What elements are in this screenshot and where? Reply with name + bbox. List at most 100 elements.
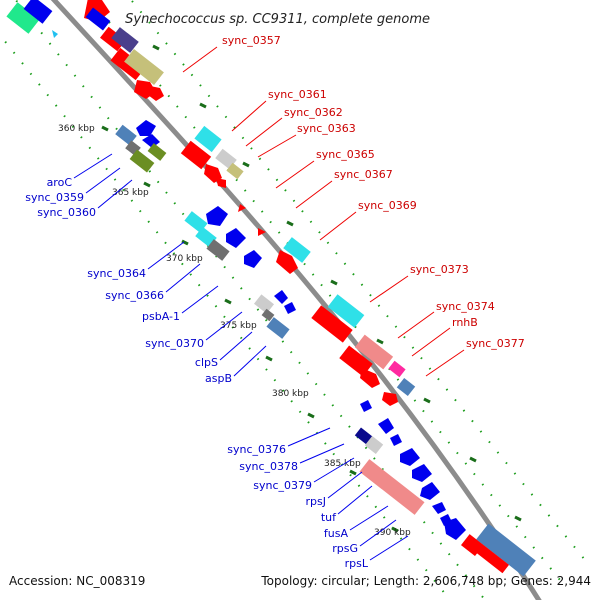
leader-line	[397, 311, 435, 339]
gene-reverse[interactable]	[244, 250, 262, 268]
major-tick	[307, 412, 315, 419]
gene-forward[interactable]	[339, 345, 373, 377]
gene-label-forward[interactable]: sync_0367	[334, 168, 393, 181]
gene-reverse[interactable]	[184, 211, 208, 233]
gene-forward[interactable]	[204, 164, 222, 183]
gene-forward[interactable]	[311, 305, 353, 343]
gene-label-forward[interactable]: sync_0374	[436, 300, 495, 313]
gene-label-reverse[interactable]: rpsL	[345, 557, 369, 570]
gene-reverse[interactable]	[266, 317, 290, 339]
gene-forward[interactable]	[354, 334, 394, 370]
gene-reverse[interactable]	[444, 518, 466, 540]
gene-label-reverse[interactable]: sync_0366	[105, 289, 164, 302]
gene-label-reverse[interactable]: rpsG	[332, 542, 358, 555]
gene-label-reverse[interactable]: psbA-1	[142, 310, 180, 323]
gene-label-reverse[interactable]: fusA	[324, 527, 349, 540]
gene-reverse[interactable]	[284, 302, 296, 314]
gene-reverse[interactable]	[274, 290, 288, 304]
gene-reverse[interactable]	[206, 206, 228, 226]
leader-line	[219, 331, 253, 361]
gene-reverse[interactable]	[115, 124, 137, 146]
gene-reverse[interactable]	[226, 228, 246, 248]
gene-label-forward[interactable]: sync_0373	[410, 263, 469, 276]
gene-reverse[interactable]	[147, 143, 167, 161]
gene-forward[interactable]	[476, 523, 536, 577]
forward-labels: sync_0357 sync_0361 sync_0362 sync_0363 …	[222, 34, 525, 350]
gene-label-forward[interactable]: sync_0361	[268, 88, 327, 101]
major-tick	[423, 397, 431, 404]
gene-label-reverse[interactable]: sync_0376	[227, 443, 286, 456]
gene-label-forward[interactable]: sync_0357	[222, 34, 281, 47]
gene-label-forward[interactable]: sync_0365	[316, 148, 375, 161]
gene-forward[interactable]	[194, 125, 222, 153]
gene-label-reverse[interactable]: clpS	[195, 356, 218, 369]
leader-line	[349, 505, 389, 531]
gene-forward[interactable]	[283, 237, 311, 263]
gene-forward[interactable]	[276, 250, 298, 274]
gene-forward[interactable]	[388, 360, 406, 378]
gene-forward[interactable]	[226, 162, 244, 180]
gene-forward[interactable]	[360, 368, 380, 388]
gene-label-reverse[interactable]: sync_0359	[25, 191, 84, 204]
leader-line	[182, 46, 218, 73]
gene-forward[interactable]	[85, 7, 111, 31]
gene-reverse[interactable]	[364, 435, 384, 455]
gene-label-reverse[interactable]: tuf	[321, 511, 337, 524]
gene-reverse[interactable]	[261, 308, 275, 322]
gene-forward[interactable]	[238, 204, 246, 212]
gene-label-reverse[interactable]: sync_0379	[253, 479, 312, 492]
gene-reverse[interactable]	[359, 459, 425, 515]
gene-forward[interactable]	[382, 392, 398, 406]
accession-text: Accession: NC_008319	[9, 574, 146, 588]
gene-forward[interactable]	[216, 178, 226, 188]
gene-reverse[interactable]	[412, 464, 432, 482]
gene-reverse[interactable]	[254, 294, 274, 314]
gene-reverse[interactable]	[390, 434, 402, 446]
gene-label-forward[interactable]: sync_0377	[466, 337, 525, 350]
gene-label-reverse[interactable]: sync_0364	[87, 267, 146, 280]
major-tick	[349, 469, 357, 476]
gene-forward[interactable]	[180, 140, 212, 170]
gene-label-reverse[interactable]: rpsJ	[306, 495, 326, 508]
gene-reverse[interactable]	[400, 448, 420, 466]
gene-forward[interactable]	[215, 148, 237, 170]
tick-lines	[0, 0, 586, 600]
gene-reverse[interactable]	[206, 239, 230, 261]
gene-label-reverse[interactable]: sync_0360	[37, 206, 96, 219]
gene-reverse[interactable]	[129, 149, 155, 173]
gene-reverse[interactable]	[432, 502, 446, 514]
gene-label-forward[interactable]: sync_0363	[297, 122, 356, 135]
gene-label-reverse[interactable]: sync_0370	[145, 337, 204, 350]
gene-reverse[interactable]	[136, 120, 156, 136]
gene-forward[interactable]	[111, 27, 139, 53]
gene-reverse[interactable]	[6, 2, 40, 34]
gene-reverse[interactable]	[195, 226, 217, 248]
leader-line	[411, 327, 451, 357]
gene-forward[interactable]	[396, 377, 416, 397]
gene-label-reverse[interactable]: sync_0378	[239, 460, 298, 473]
gene-label-reverse[interactable]: aroC	[47, 176, 73, 189]
leader-line	[425, 349, 465, 377]
gene-forward[interactable]	[124, 48, 164, 86]
gene-reverse[interactable]	[378, 418, 394, 434]
gene-label-forward[interactable]: rnhB	[452, 316, 478, 329]
gene-label-forward[interactable]: sync_0362	[284, 106, 343, 119]
kbp-label: 380 kbp	[272, 389, 309, 399]
gene-reverse[interactable]	[52, 30, 58, 38]
genome-backbone	[50, 0, 542, 600]
gene-forward[interactable]	[327, 294, 365, 328]
kbp-label: 390 kbp	[374, 528, 411, 538]
gene-reverse[interactable]	[23, 0, 53, 24]
gene-forward[interactable]	[148, 86, 164, 101]
gene-reverse[interactable]	[420, 482, 440, 500]
leader-line	[275, 160, 315, 189]
gene-forward[interactable]	[258, 228, 266, 236]
reverse-labels: aroC sync_0359 sync_0360 sync_0364 sync_…	[25, 176, 369, 570]
gene-forward[interactable]	[460, 534, 510, 576]
reverse-label-lines	[73, 153, 409, 561]
gene-label-forward[interactable]: sync_0369	[358, 199, 417, 212]
gene-label-reverse[interactable]: aspB	[205, 372, 232, 385]
gene-forward[interactable]	[473, 553, 509, 583]
gene-reverse[interactable]	[360, 400, 372, 412]
